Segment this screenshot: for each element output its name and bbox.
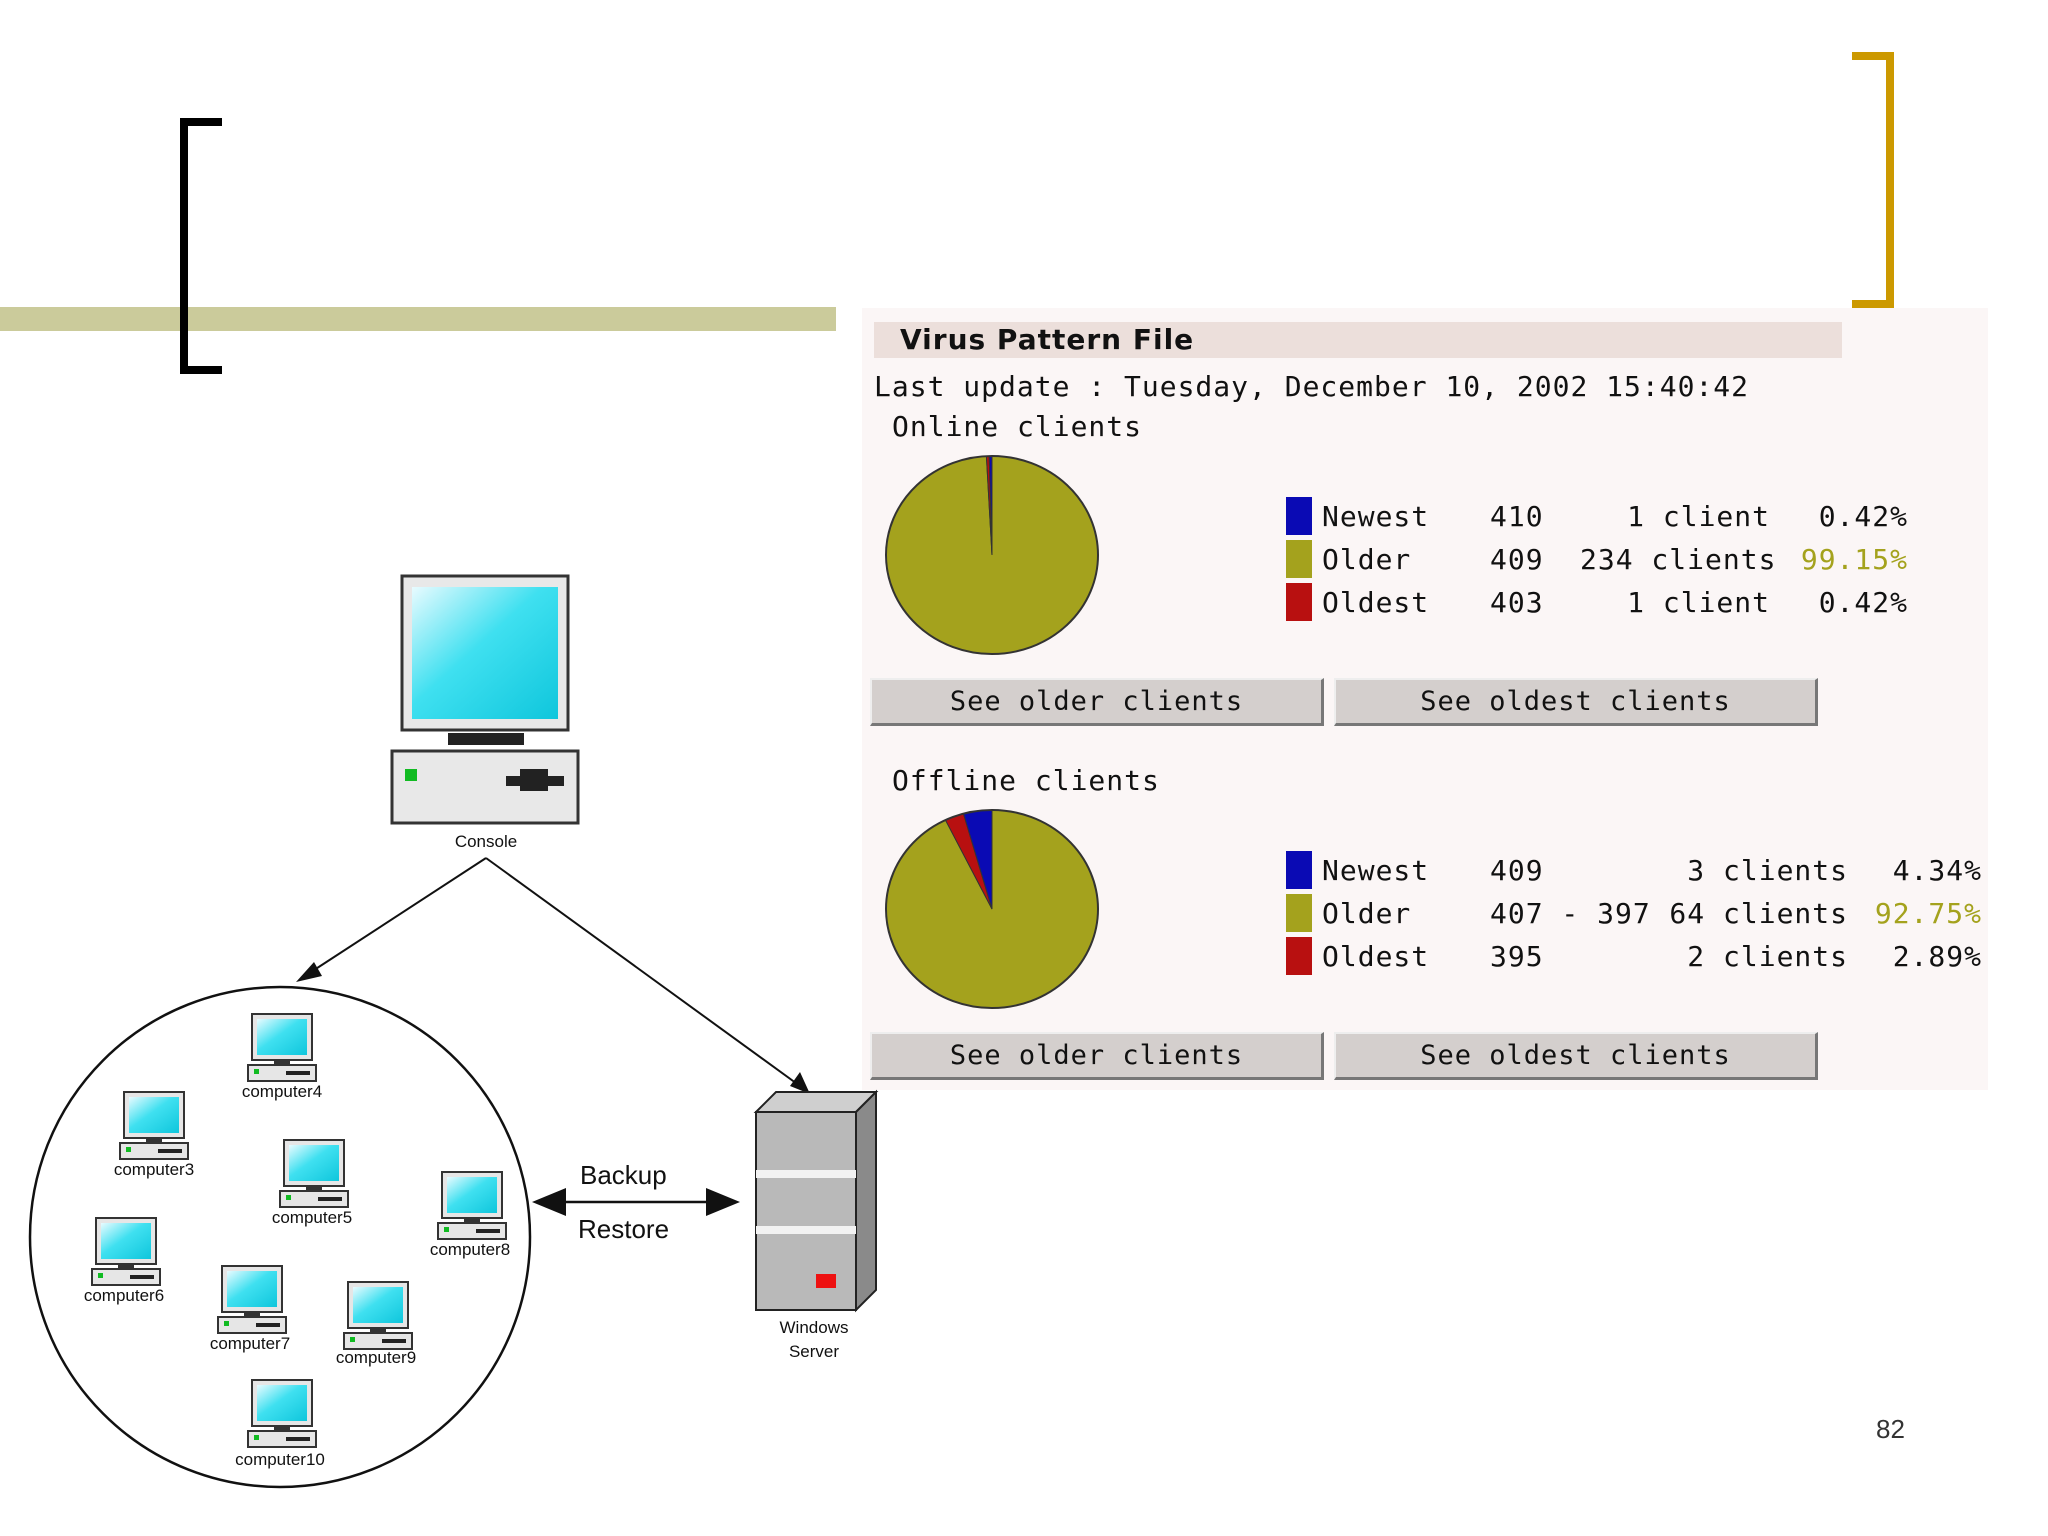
server-label-line2: Server — [788, 1342, 840, 1361]
legend-count: 2 clients — [1687, 940, 1848, 973]
newest-swatch — [1286, 851, 1312, 889]
legend-name: Newest — [1322, 500, 1430, 533]
legend-count: 3 clients — [1687, 854, 1848, 887]
legend-name: Oldest — [1322, 940, 1430, 973]
page-number: 82 — [1876, 1414, 1905, 1444]
last-update-text: Last update : Tuesday, December 10, 2002… — [874, 370, 1750, 403]
computer-label: computer4 — [241, 1082, 323, 1101]
legend-name: Oldest — [1322, 586, 1430, 619]
computer-label: computer6 — [83, 1286, 165, 1305]
legend-percent: 0.42% — [1818, 586, 1908, 619]
pie-outline — [885, 809, 1099, 1009]
older-swatch — [1286, 894, 1312, 932]
online-clients-label: Online clients — [892, 410, 1143, 443]
legend-count: 1 client — [1627, 586, 1770, 619]
older-swatch — [1286, 540, 1312, 578]
legend-version: 410 — [1490, 500, 1544, 533]
windows-server-icon — [753, 1089, 879, 1313]
legend-version: 403 — [1490, 586, 1544, 619]
legend-percent: 4.34% — [1892, 854, 1982, 887]
offline-clients-pie-chart — [885, 809, 1099, 1009]
legend-name: Newest — [1322, 854, 1430, 887]
windows-server-label: Windows Server — [764, 1316, 864, 1364]
backup-label: Backup — [580, 1160, 667, 1190]
online-clients-pie-chart — [885, 455, 1099, 655]
legend-version: 407 - 397 — [1490, 897, 1651, 930]
panel-header-bar — [874, 322, 1842, 358]
console-computer-icon — [390, 574, 580, 825]
offline-clients-label: Offline clients — [892, 764, 1160, 797]
computer-label: computer3 — [113, 1160, 195, 1179]
legend-version: 409 — [1490, 854, 1544, 887]
pie-outline — [885, 455, 1099, 655]
legend-count: 64 clients — [1669, 897, 1848, 930]
offline-see-oldest-clients-button[interactable]: See oldest clients — [1334, 1032, 1818, 1080]
restore-label: Restore — [578, 1214, 670, 1244]
legend-version: 409 — [1490, 543, 1544, 576]
left-bracket-decoration — [180, 118, 222, 374]
title-underline-bar — [0, 307, 836, 331]
legend-count: 234 clients — [1580, 543, 1777, 576]
computer-label: computer9 — [335, 1348, 417, 1367]
legend-name: Older — [1322, 897, 1412, 930]
server-label-line1: Windows — [779, 1318, 849, 1337]
legend-percent: 99.15% — [1800, 543, 1908, 576]
computer-label: computer7 — [209, 1334, 291, 1353]
computer-label: computer10 — [235, 1450, 325, 1469]
legend-percent: 2.89% — [1892, 940, 1982, 973]
online-see-oldest-clients-button[interactable]: See oldest clients — [1334, 678, 1818, 726]
oldest-swatch — [1286, 937, 1312, 975]
console-label: Console — [454, 832, 518, 851]
right-bracket-decoration — [1852, 52, 1894, 308]
oldest-swatch — [1286, 583, 1312, 621]
network-diagram — [28, 574, 879, 1489]
panel-title: Virus Pattern File — [900, 323, 1195, 356]
offline-see-older-clients-button[interactable]: See older clients — [870, 1032, 1324, 1080]
online-see-older-clients-button[interactable]: See older clients — [870, 678, 1324, 726]
legend-percent: 0.42% — [1818, 500, 1908, 533]
legend-count: 1 client — [1627, 500, 1770, 533]
newest-swatch — [1286, 497, 1312, 535]
computer-label: computer5 — [271, 1208, 353, 1227]
legend-name: Older — [1322, 543, 1412, 576]
legend-version: 395 — [1490, 940, 1544, 973]
legend-percent: 92.75% — [1874, 897, 1982, 930]
computer-label: computer8 — [429, 1240, 511, 1259]
